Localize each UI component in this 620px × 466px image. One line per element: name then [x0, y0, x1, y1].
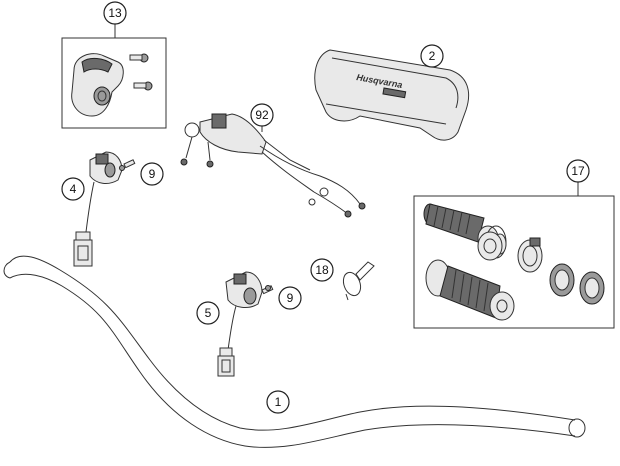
throttle-cables [180, 113, 366, 218]
cable-tie [342, 261, 375, 301]
callout-1-label: 1 [275, 395, 282, 409]
switch-right [217, 271, 263, 377]
part-17-group [413, 195, 615, 329]
callout-13-label: 13 [108, 6, 122, 20]
leader-lines [114, 24, 579, 196]
callout-9-lower: 9 [278, 286, 302, 310]
screw [261, 285, 274, 295]
bolt [129, 53, 153, 91]
part-13-group [61, 37, 167, 129]
callout-17: 17 [566, 159, 590, 183]
grip-lower [425, 259, 515, 321]
handlebar-pad: Husqvarna [314, 49, 470, 141]
callout-4-label: 4 [70, 182, 77, 196]
part-17-frame [413, 195, 615, 329]
handlebar [3, 255, 586, 448]
callout-17-label: 17 [571, 164, 585, 178]
callout-18-label: 18 [315, 263, 329, 277]
callout-2: 2 [420, 44, 444, 68]
throttle-tube [477, 231, 503, 261]
part-13-frame [61, 37, 167, 129]
callout-92-label: 92 [255, 108, 269, 122]
callout-9-upper-label: 9 [149, 167, 156, 181]
screw [119, 159, 136, 171]
callout-2-label: 2 [429, 49, 436, 63]
clamp-ring [549, 263, 575, 297]
callout-1: 1 [266, 390, 290, 414]
callout-5: 5 [196, 301, 220, 325]
callout-9-lower-label: 9 [287, 291, 294, 305]
callout-4: 4 [61, 177, 85, 201]
cam-ring [517, 237, 543, 273]
callout-92: 92 [250, 103, 274, 127]
switch-left [73, 151, 123, 267]
clamp-ring [579, 271, 605, 305]
callout-5-label: 5 [205, 306, 212, 320]
callout-13: 13 [103, 1, 127, 25]
callout-18: 18 [310, 258, 334, 282]
callout-9-upper: 9 [140, 162, 164, 186]
